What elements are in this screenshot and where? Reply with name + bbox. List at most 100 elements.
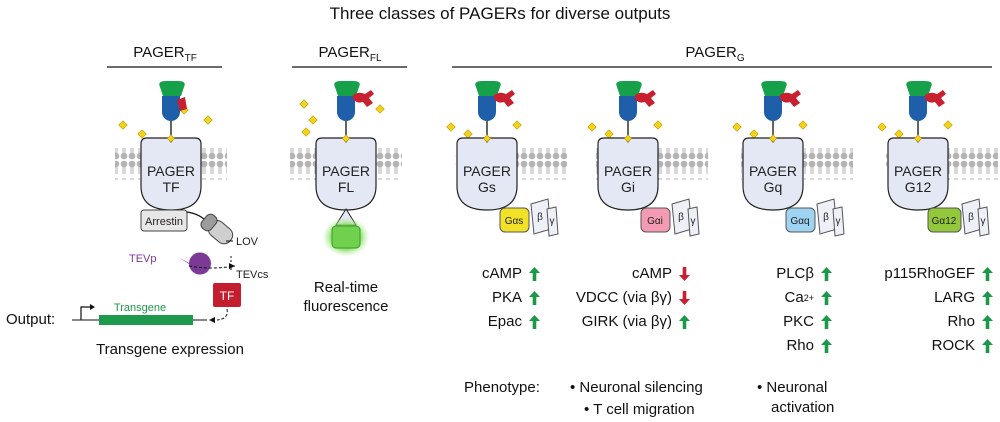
- arrestin-label: Arrestin: [145, 216, 183, 228]
- pager-gq-unit: [732, 81, 845, 237]
- transgene-bar: [99, 315, 193, 325]
- readout-row: cAMP: [540, 262, 690, 286]
- arrow-down-icon: [679, 267, 690, 281]
- phenotype-gq-2: activation: [771, 399, 835, 416]
- tf-nuclear-arrow: [216, 308, 228, 321]
- caption-fluorescence: Real-time fluorescence: [290, 278, 402, 316]
- readout-row: LARG: [860, 286, 993, 310]
- readout-label: Epac: [487, 313, 522, 330]
- ligand-dots-icon: [877, 120, 953, 139]
- binder-icon: [475, 81, 501, 138]
- promoter-arrow: [80, 306, 93, 320]
- arrow-up-icon: [982, 291, 993, 305]
- transgene-label: Transgene: [114, 302, 166, 314]
- readout-row: PLCβ: [730, 262, 832, 286]
- g-beta-label-gs: β: [537, 212, 543, 223]
- figure-title: Three classes of PAGERs for diverse outp…: [329, 4, 671, 23]
- phenotype-label: Phenotype:: [464, 379, 540, 396]
- arrow-up-icon: [529, 291, 540, 305]
- receptor-label-gq-2: Gq: [764, 179, 783, 195]
- ligand-bound-icon: [167, 134, 175, 143]
- drug-icon: [494, 90, 515, 107]
- pager-gs-unit: [446, 81, 559, 237]
- readout-gi: cAMP VDCC (via βγ) GIRK (via βγ): [540, 262, 690, 334]
- pager-g12-unit: [877, 81, 990, 237]
- receptor-label-gi-1: PAGER: [604, 163, 652, 179]
- readout-row: ROCK: [860, 334, 993, 358]
- ligand-bound-icon: [914, 134, 922, 143]
- arrow-up-icon: [679, 315, 690, 329]
- binder-icon: [616, 81, 642, 138]
- arrow-up-icon: [821, 339, 832, 353]
- readout-label: PKC: [783, 313, 814, 330]
- binder-icon: [906, 81, 932, 138]
- readout-row: p115RhoGEF: [860, 262, 993, 286]
- readout-row: VDCC (via βγ): [540, 286, 690, 310]
- receptor-label-tf-2: TF: [162, 179, 179, 195]
- readout-label: VDCC (via βγ): [575, 289, 672, 306]
- g-gamma-icon: [687, 206, 700, 237]
- fl-barrel-icon: [331, 225, 361, 249]
- ligand-bound-icon: [769, 134, 777, 143]
- g-gamma-icon: [832, 206, 845, 237]
- receptor-label-gs-2: Gs: [478, 179, 496, 195]
- readout-label: PKA: [491, 289, 522, 306]
- pager-fl-unit: [299, 81, 385, 257]
- g-beta-label-gi: β: [678, 212, 684, 223]
- tevp-icon: [180, 252, 211, 275]
- arrow-up-icon: [821, 315, 832, 329]
- readout-row: cAMP: [430, 262, 540, 286]
- drug-icon: [353, 90, 374, 107]
- ligand-dots-icon: [299, 99, 385, 137]
- receptor-label-gq-1: PAGER: [749, 163, 797, 179]
- receptor-label-fl-1: PAGER: [322, 163, 370, 179]
- receptor-body: [887, 137, 949, 211]
- ligand-dots-icon: [732, 120, 808, 139]
- readout-row: Rho: [730, 334, 832, 358]
- g-alpha-icon: [640, 207, 671, 233]
- ligand-bound-icon: [483, 134, 491, 143]
- readout-row: GIRK (via βγ): [540, 310, 690, 334]
- receptor-label-g12-2: G12: [905, 179, 932, 195]
- binder-icon: [761, 81, 787, 138]
- header-pager-g: PAGERG: [660, 44, 770, 64]
- g-alpha-icon: [927, 207, 962, 233]
- readout-label: LARG: [934, 289, 975, 306]
- arrow-up-icon: [529, 267, 540, 281]
- header-pager-tf-main: PAGER: [133, 44, 185, 61]
- ligand-bound-icon: [342, 134, 350, 143]
- header-pager-tf: PAGERTF: [110, 44, 220, 64]
- receptor-body: [742, 137, 804, 211]
- g-alpha-icon: [785, 207, 816, 233]
- readout-row: PKA: [430, 286, 540, 310]
- caption-fluorescence-line2: fluorescence: [303, 298, 389, 315]
- g-alpha-label-gs: Gαs: [505, 216, 524, 227]
- tevcs-label: TEVcs: [236, 269, 269, 281]
- arrow-up-icon: [821, 291, 832, 305]
- receptor-label-fl-2: FL: [338, 179, 355, 195]
- g-gamma-label-gq: γ: [836, 216, 841, 227]
- arrow-up-icon: [529, 315, 540, 329]
- binder-icon: [334, 81, 360, 138]
- ligand-dots-icon: [587, 120, 663, 139]
- readout-label: Ca: [784, 289, 804, 306]
- g-alpha-label-gi: Gαi: [647, 216, 663, 227]
- receptor-label-g12-1: PAGER: [894, 163, 942, 179]
- header-pager-fl-sub: FL: [369, 53, 382, 64]
- readout-label: Rho: [947, 313, 975, 330]
- readout-label: PLCβ: [776, 265, 814, 282]
- receptor-label-gi-2: Gi: [621, 179, 635, 195]
- header-pager-tf-sub: TF: [184, 53, 197, 64]
- readout-superscript: 2+: [803, 293, 814, 303]
- arrow-up-icon: [982, 315, 993, 329]
- arrow-up-icon: [821, 267, 832, 281]
- readout-label: GIRK (via βγ): [581, 313, 672, 330]
- receptor-body: [456, 137, 518, 211]
- header-pager-fl-main: PAGER: [318, 44, 370, 61]
- g-gamma-icon: [977, 206, 990, 237]
- output-label: Output:: [6, 311, 56, 328]
- readout-label: p115RhoGEF: [884, 265, 975, 282]
- phenotype-gi-2: • T cell migration: [584, 401, 695, 418]
